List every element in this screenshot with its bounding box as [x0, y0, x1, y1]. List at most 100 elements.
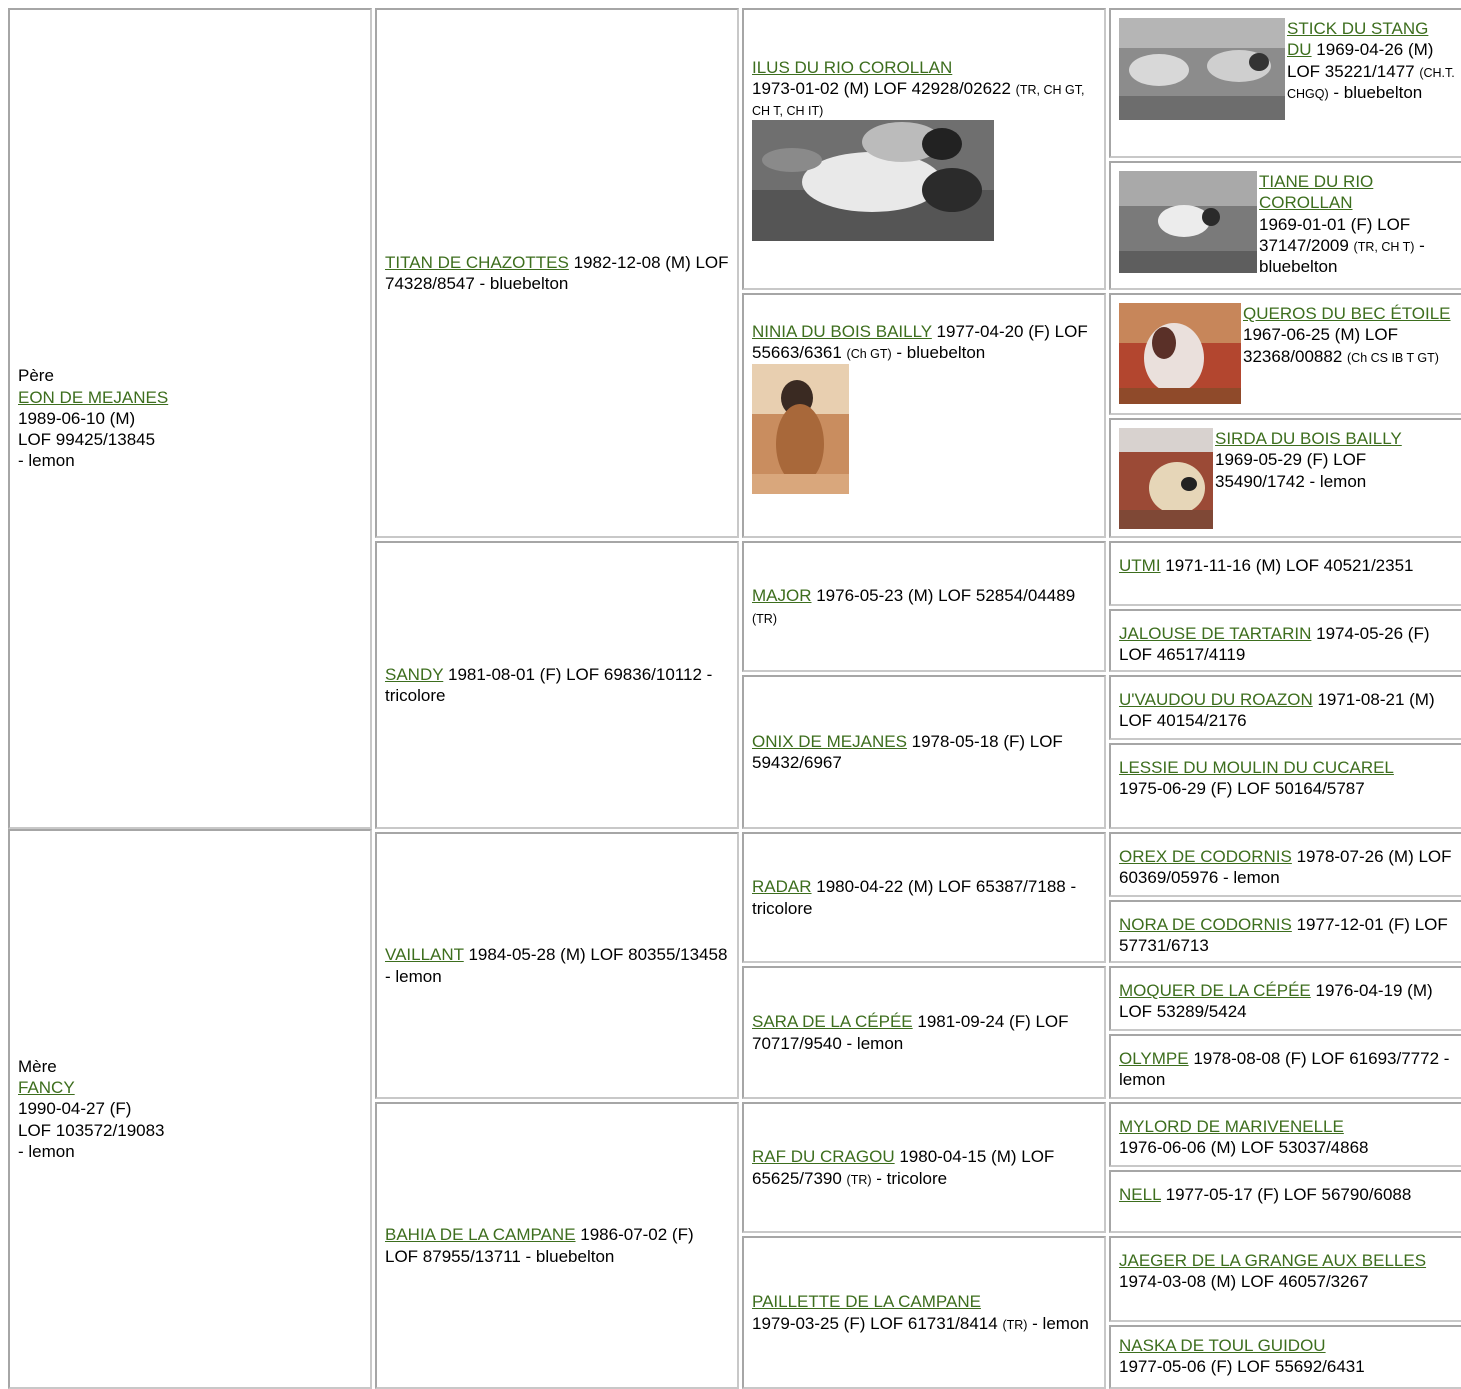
gen3-color: - bluebelton: [891, 343, 986, 363]
gen4-name-link[interactable]: LESSIE DU MOULIN DU CUCAREL: [1119, 758, 1394, 777]
gen4-info: 1977-05-17 (F) LOF 56790/6088: [1160, 1185, 1412, 1204]
gen4-name-link[interactable]: NASKA DE TOUL GUIDOU: [1119, 1336, 1326, 1355]
gen4-cell-15: NASKA DE TOUL GUIDOU 1977-05-06 (F) LOF 5…: [1109, 1325, 1461, 1389]
gen3-cell-3: ONIX DE MEJANES 1978-05-18 (F) LOF 59432…: [742, 675, 1106, 829]
gen4-info: 1971-11-16 (M) LOF 40521/2351: [1160, 556, 1414, 575]
gen4-titles: (CH.T. CHGQ): [1287, 65, 1455, 101]
dam-cell: Mère FANCY 1990-04-27 (F) LOF 103572/190…: [8, 829, 372, 1389]
gen3-cell-6: RAF DU CRAGOU 1980-04-15 (M) LOF 65625/7…: [742, 1102, 1106, 1233]
gen4-name-link[interactable]: OLYMPE: [1119, 1049, 1189, 1068]
gen3-cell-1: NINIA DU BOIS BAILLY 1977-04-20 (F) LOF …: [742, 293, 1106, 538]
gen4-cell-5: JALOUSE DE TARTARIN 1974-05-26 (F) LOF 4…: [1109, 609, 1461, 672]
gen4-name-link[interactable]: SIRDA DU BOIS BAILLY: [1215, 429, 1402, 448]
gen4-cell-3: SIRDA DU BOIS BAILLY 1969-05-29 (F) LOF 3…: [1109, 418, 1461, 538]
gen4-color: - bluebelton: [1328, 82, 1423, 102]
gen4-name-link[interactable]: NORA DE CODORNIS: [1119, 915, 1292, 934]
gen3-name-link[interactable]: ILUS DU RIO COROLLAN: [752, 57, 953, 77]
gen3-titles: (TR): [1002, 1317, 1028, 1332]
gen3-name-link[interactable]: RADAR: [752, 877, 812, 897]
sire-role: Père: [18, 366, 54, 386]
gen3-color: - tricolore: [871, 1168, 948, 1188]
gen3-cell-0: ILUS DU RIO COROLLAN 1973-01-02 (M) LOF …: [742, 8, 1106, 290]
gen4-name-link[interactable]: OREX DE CODORNIS: [1119, 847, 1292, 866]
gen4-info: 1969-05-29 (F) LOF 35490/1742 - lemon: [1215, 450, 1367, 491]
gen2-info: 1984-05-28 (M) LOF 80355/13458 - lemon: [385, 945, 728, 986]
gen4-info: 1971-08-21 (M) LOF 40154/2176: [1119, 690, 1435, 731]
gen3-info: 1973-01-02 (M) LOF 42928/02622: [752, 78, 1016, 98]
gen3-info: 1979-03-25 (F) LOF 61731/8414: [752, 1313, 1003, 1333]
gen3-name-link[interactable]: SARA DE LA CÉPÉE: [752, 1012, 913, 1032]
gen4-cell-13: NELL 1977-05-17 (F) LOF 56790/6088: [1109, 1170, 1461, 1233]
gen4-info: 1978-07-26 (M) LOF 60369/05976 - lemon: [1119, 847, 1452, 888]
gen4-info: 1969-04-26 (M) LOF 35221/1477: [1287, 40, 1434, 81]
dam-name-link[interactable]: FANCY: [18, 1078, 75, 1098]
gen3-name-link[interactable]: RAF DU CRAGOU: [752, 1147, 895, 1167]
gen2-name-link[interactable]: SANDY: [385, 664, 444, 684]
gen4-name-link[interactable]: JALOUSE DE TARTARIN: [1119, 624, 1312, 643]
gen4-name-link[interactable]: MOQUER DE LA CÉPÉE: [1119, 981, 1311, 1000]
gen4-info: 1975-06-29 (F) LOF 50164/5787: [1119, 779, 1365, 799]
gen4-info: 1978-08-08 (F) LOF 61693/7772 - lemon: [1119, 1049, 1450, 1090]
gen3-name-link[interactable]: ONIX DE MEJANES: [752, 731, 907, 751]
gen3-titles: (TR, CH GT, CH T, CH IT): [752, 82, 1085, 119]
gen3-name-link[interactable]: PAILLETTE DE LA CAMPANE: [752, 1292, 981, 1312]
gen3-cell-5: SARA DE LA CÉPÉE 1981-09-24 (F) LOF 7071…: [742, 966, 1106, 1099]
gen4-cell-12: MYLORD DE MARIVENELLE 1976-06-06 (M) LOF …: [1109, 1102, 1461, 1167]
gen4-cell-10: MOQUER DE LA CÉPÉE 1976-04-19 (M) LOF 53…: [1109, 966, 1461, 1031]
gen2-info: 1981-08-01 (F) LOF 69836/10112 - tricolo…: [385, 664, 713, 705]
gen3-titles: (Ch GT): [846, 347, 892, 362]
dog-photo: [1119, 18, 1285, 120]
gen2-info: 1982-12-08 (M) LOF 74328/8547 - bluebelt…: [385, 252, 729, 293]
gen3-info: 1977-04-20 (F) LOF 55663/6361: [752, 322, 1088, 363]
gen3-info: 1981-09-24 (F) LOF 70717/9540 - lemon: [752, 1012, 1069, 1053]
gen2-cell-3: BAHIA DE LA CAMPANE 1986-07-02 (F) LOF 8…: [375, 1102, 739, 1389]
gen4-cell-0: STICK DU STANG DU 1969-04-26 (M) LOF 352…: [1109, 8, 1461, 158]
gen4-info: 1976-06-06 (M) LOF 53037/4868: [1119, 1138, 1369, 1158]
gen4-info: 1976-04-19 (M) LOF 53289/5424: [1119, 981, 1433, 1022]
gen4-name-link[interactable]: STICK DU STANG DU: [1287, 19, 1429, 60]
gen3-info: 1980-04-22 (M) LOF 65387/7188 - tricolor…: [752, 877, 1077, 918]
sire-birth: 1989-06-10 (M): [18, 408, 136, 428]
gen2-name-link[interactable]: TITAN DE CHAZOTTES: [385, 252, 569, 272]
gen3-info: 1978-05-18 (F) LOF 59432/6967: [752, 731, 1063, 772]
gen3-name-link[interactable]: MAJOR: [752, 586, 812, 606]
gen4-cell-6: U'VAUDOU DU ROAZON 1971-08-21 (M) LOF 40…: [1109, 675, 1461, 740]
gen4-name-link[interactable]: JAEGER DE LA GRANGE AUX BELLES: [1119, 1251, 1427, 1270]
gen4-name-link[interactable]: U'VAUDOU DU ROAZON: [1119, 690, 1313, 709]
gen3-cell-4: RADAR 1980-04-22 (M) LOF 65387/7188 - tr…: [742, 832, 1106, 963]
gen4-info: 1974-05-26 (F) LOF 46517/4119: [1119, 624, 1430, 665]
gen4-titles: (Ch CS IB T GT): [1347, 350, 1439, 365]
gen4-cell-4: UTMI 1971-11-16 (M) LOF 40521/2351: [1109, 541, 1461, 606]
gen4-color: - bluebelton: [1259, 235, 1425, 276]
sire-lof: LOF 99425/13845: [18, 430, 156, 450]
gen2-cell-1: SANDY 1981-08-01 (F) LOF 69836/10112 - t…: [375, 541, 739, 829]
sire-color: - lemon: [18, 451, 75, 471]
dam-birth: 1990-04-27 (F): [18, 1099, 132, 1119]
gen2-name-link[interactable]: VAILLANT: [385, 945, 464, 965]
gen4-cell-7: LESSIE DU MOULIN DU CUCAREL 1975-06-29 (F…: [1109, 743, 1461, 829]
gen3-titles: (TR): [752, 611, 777, 626]
dam-role: Mère: [18, 1056, 57, 1076]
gen4-name-link[interactable]: TIANE DU RIO COROLLAN: [1259, 172, 1374, 213]
gen3-cell-2: MAJOR 1976-05-23 (M) LOF 52854/04489 (TR…: [742, 541, 1106, 672]
gen3-info: 1980-04-15 (M) LOF 65625/7390: [752, 1147, 1055, 1188]
gen3-info: 1976-05-23 (M) LOF 52854/04489: [811, 586, 1076, 606]
gen4-name-link[interactable]: MYLORD DE MARIVENELLE: [1119, 1117, 1344, 1136]
gen2-cell-0: TITAN DE CHAZOTTES 1982-12-08 (M) LOF 74…: [375, 8, 739, 538]
gen3-name-link[interactable]: NINIA DU BOIS BAILLY: [752, 322, 932, 341]
gen4-name-link[interactable]: NELL: [1119, 1185, 1161, 1204]
gen4-info: 1974-03-08 (M) LOF 46057/3267: [1119, 1272, 1369, 1292]
gen2-name-link[interactable]: BAHIA DE LA CAMPANE: [385, 1225, 576, 1245]
gen4-info: 1977-12-01 (F) LOF 57731/6713: [1119, 915, 1448, 956]
gen4-name-link[interactable]: UTMI: [1119, 556, 1161, 575]
gen4-name-link[interactable]: QUEROS DU BEC ÉTOILE: [1243, 304, 1451, 323]
sire-name-link[interactable]: EON DE MEJANES: [18, 387, 169, 407]
dam-lof: LOF 103572/19083: [18, 1120, 165, 1140]
gen4-cell-14: JAEGER DE LA GRANGE AUX BELLES 1974-03-0…: [1109, 1236, 1461, 1322]
dog-photo: [1119, 303, 1241, 404]
gen4-info: 1977-05-06 (F) LOF 55692/6431: [1119, 1357, 1365, 1377]
gen4-cell-9: NORA DE CODORNIS 1977-12-01 (F) LOF 5773…: [1109, 900, 1461, 963]
dog-photo: [752, 120, 994, 242]
